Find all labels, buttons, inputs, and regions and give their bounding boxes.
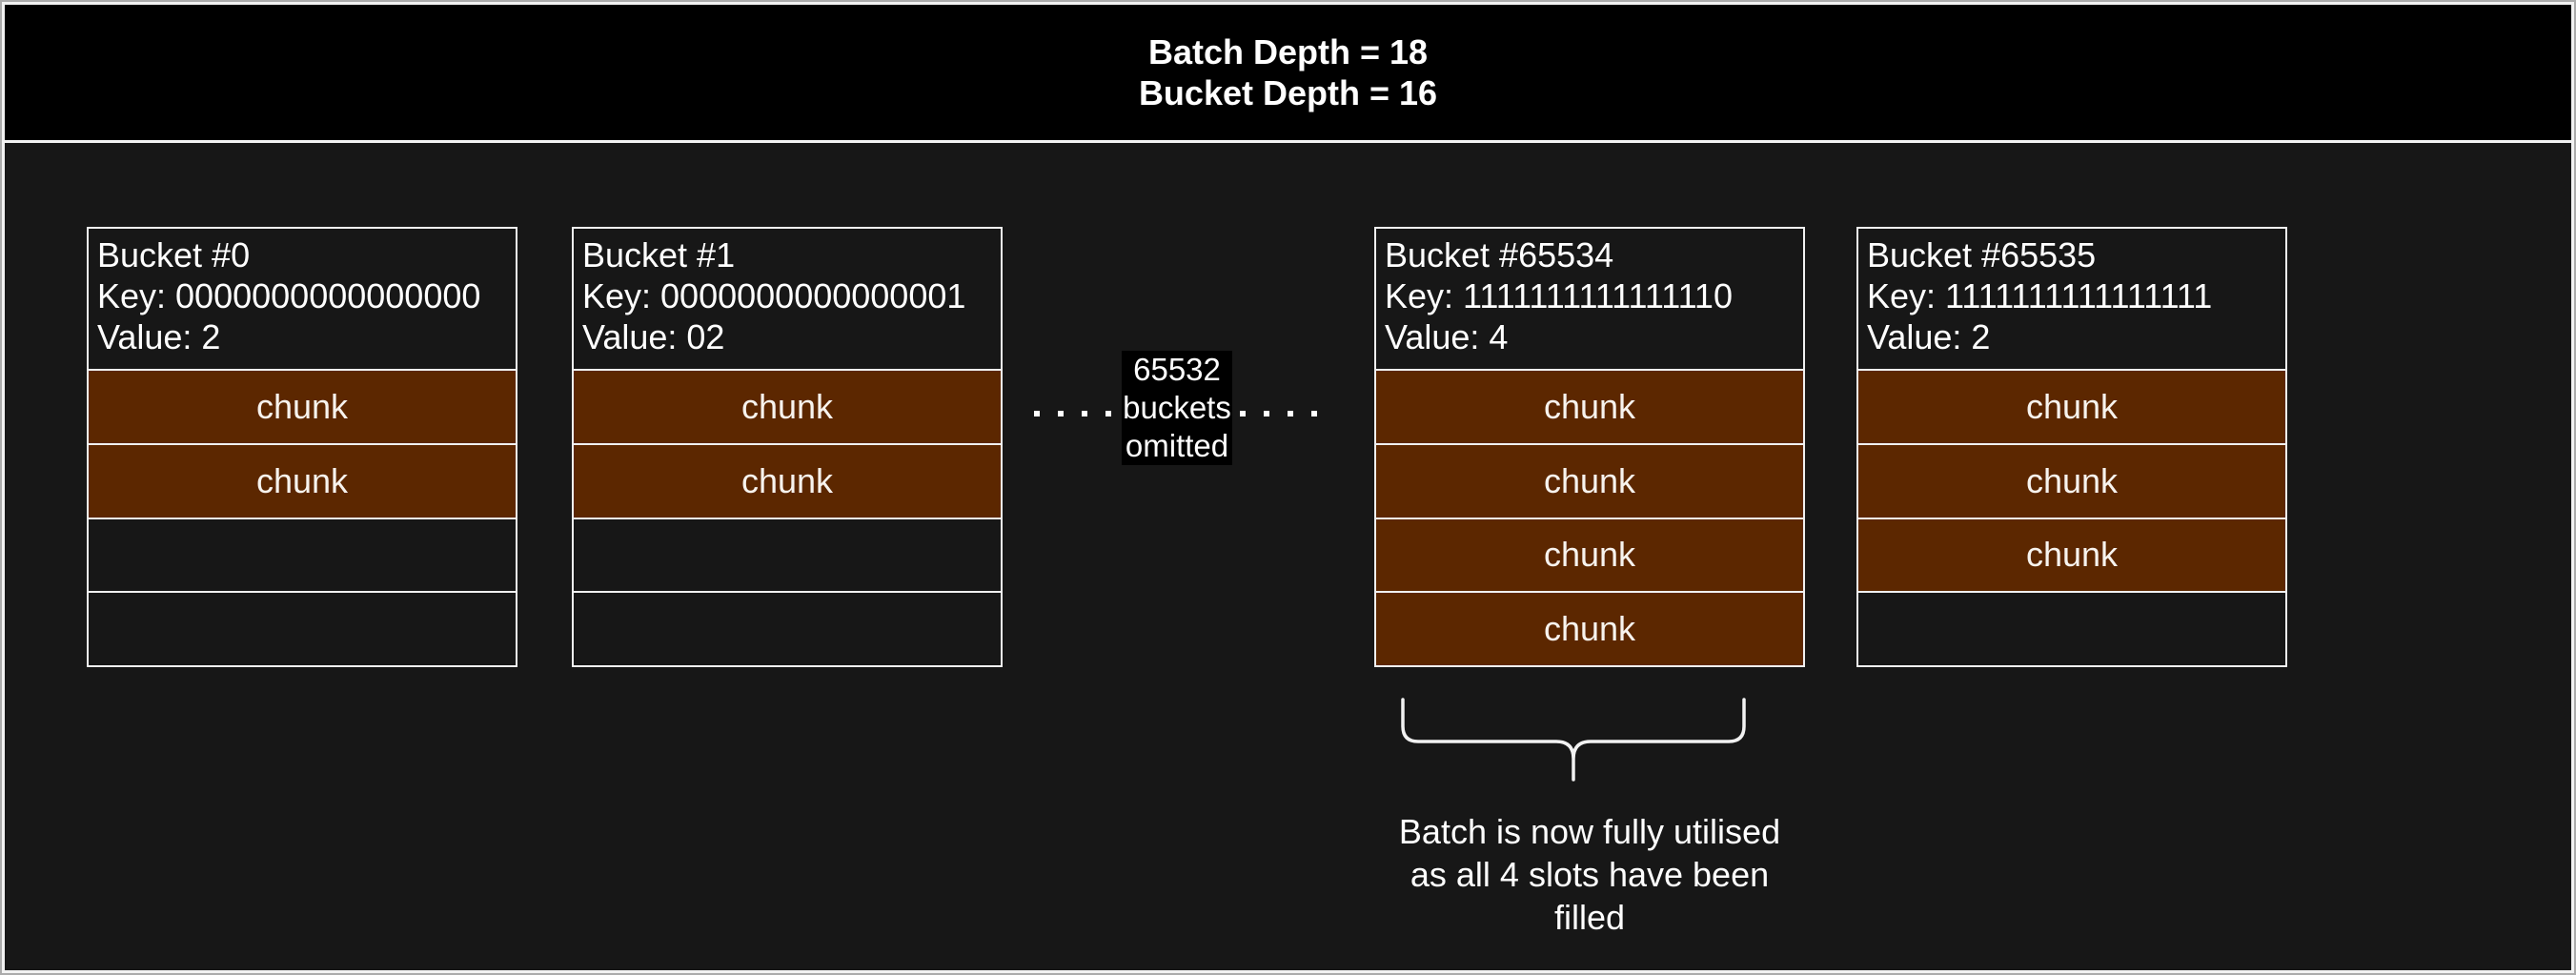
bucket-title: Bucket #65534 xyxy=(1385,235,1614,274)
dot-icon xyxy=(1288,411,1293,416)
omitted-buckets-label: 65532 buckets omitted xyxy=(1122,351,1232,465)
dot-icon xyxy=(1105,411,1111,416)
header-banner: Batch Depth = 18 Bucket Depth = 16 xyxy=(5,5,2571,143)
bucket: Bucket #1 Key: 0000000000000001 Value: 0… xyxy=(572,227,1003,667)
header-title-line-2: Bucket Depth = 16 xyxy=(1138,73,1438,112)
annotation-line-2: as all 4 slots have been xyxy=(1410,855,1770,894)
chunk-slot-filled: chunk xyxy=(1376,517,1803,592)
bucket-title: Bucket #0 xyxy=(97,235,251,274)
dot-icon xyxy=(1311,411,1317,416)
bucket-header: Bucket #65535 Key: 1111111111111111 Valu… xyxy=(1858,229,2285,369)
bucket: Bucket #65535 Key: 1111111111111111 Valu… xyxy=(1856,227,2287,667)
chunk-slot-filled: chunk xyxy=(1858,369,2285,443)
bucket-header: Bucket #1 Key: 0000000000000001 Value: 0… xyxy=(574,229,1001,369)
bucket-title: Bucket #65535 xyxy=(1867,235,2097,274)
omitted-line-2: buckets xyxy=(1123,390,1231,425)
underbrace-icon xyxy=(1401,698,1746,782)
bucket-value: Value: 2 xyxy=(97,317,221,356)
chunk-slot-filled: chunk xyxy=(89,369,516,443)
bucket-value: Value: 2 xyxy=(1867,317,1991,356)
bucket-value: Value: 4 xyxy=(1385,317,1509,356)
dot-icon xyxy=(1240,411,1246,416)
bucket-title: Bucket #1 xyxy=(582,235,736,274)
annotation-line-3: filled xyxy=(1553,898,1626,937)
bucket-header: Bucket #65534 Key: 1111111111111110 Valu… xyxy=(1376,229,1803,369)
dot-icon xyxy=(1058,411,1064,416)
omitted-line-3: omitted xyxy=(1125,428,1229,463)
chunk-slot-filled: chunk xyxy=(1376,369,1803,443)
dot-icon xyxy=(1034,411,1040,416)
chunk-slot-filled: chunk xyxy=(1858,442,2285,518)
bucket: Bucket #0 Key: 0000000000000000 Value: 2… xyxy=(87,227,517,667)
bucket: Bucket #65534 Key: 1111111111111110 Valu… xyxy=(1374,227,1805,667)
dot-icon xyxy=(1264,411,1269,416)
diagram-body: Bucket #0 Key: 0000000000000000 Value: 2… xyxy=(5,143,2571,970)
bucket-header: Bucket #0 Key: 0000000000000000 Value: 2 xyxy=(89,229,516,369)
chunk-slot-filled: chunk xyxy=(574,442,1001,518)
bucket-key: Key: 1111111111111110 xyxy=(1385,276,1733,315)
buckets-row: Bucket #0 Key: 0000000000000000 Value: 2… xyxy=(5,143,2571,970)
header-title-line-1: Batch Depth = 18 xyxy=(1147,32,1429,71)
annotation-line-1: Batch is now fully utilised xyxy=(1398,812,1781,851)
ellipsis-dots-left xyxy=(1034,411,1111,416)
dot-icon xyxy=(1082,411,1087,416)
chunk-slot-filled: chunk xyxy=(1376,442,1803,518)
chunk-slot-filled: chunk xyxy=(1376,591,1803,665)
omitted-line-1: 65532 xyxy=(1133,352,1221,387)
chunk-slot-filled: chunk xyxy=(89,442,516,518)
bucket-key: Key: 0000000000000001 xyxy=(582,276,966,315)
chunk-slot-empty xyxy=(574,517,1001,592)
bucket-value: Value: 02 xyxy=(582,317,725,356)
ellipsis-dots-right xyxy=(1240,411,1317,416)
batch-full-annotation: Batch is now fully utilised as all 4 slo… xyxy=(1374,810,1805,939)
chunk-slot-empty xyxy=(89,591,516,665)
chunk-slot-filled: chunk xyxy=(1858,517,2285,592)
chunk-slot-empty xyxy=(574,591,1001,665)
chunk-slot-empty xyxy=(1858,591,2285,665)
chunk-slot-filled: chunk xyxy=(574,369,1001,443)
chunk-slot-empty xyxy=(89,517,516,592)
bucket-key: Key: 0000000000000000 xyxy=(97,276,481,315)
bucket-key: Key: 1111111111111111 xyxy=(1867,276,2213,315)
